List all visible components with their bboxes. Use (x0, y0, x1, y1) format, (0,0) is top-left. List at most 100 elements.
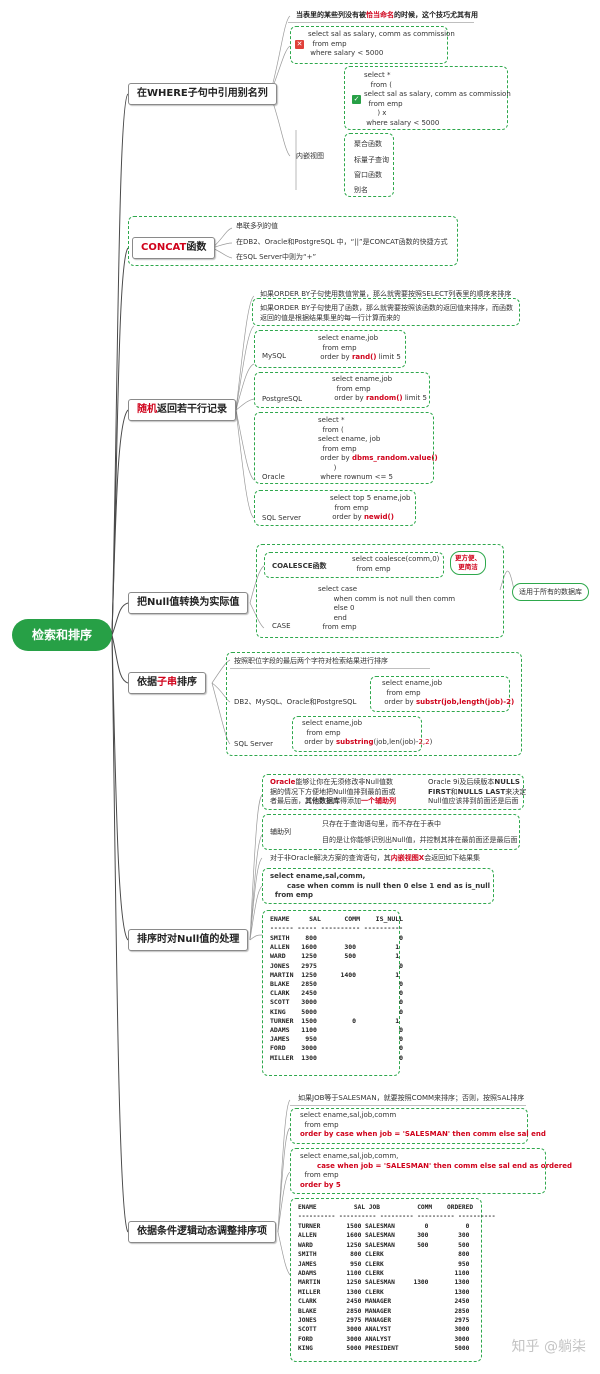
topic-substr-post: 排序 (177, 677, 197, 688)
null-sort-table-rows: SMITH 800 0 ALLEN 1600 300 1 WARD 1250 5… (270, 934, 404, 1062)
all-databases-label: 适用于所有的数据库 (512, 583, 589, 601)
oracle9-f: 来决定 Null值应该排到前面还是后面 (428, 787, 527, 806)
oracle-box (254, 412, 434, 484)
oracle9-b: NULLS (494, 778, 520, 786)
substr-ss-fn: substring (335, 738, 374, 746)
substr-sqlserver-sql: select ename,job from emp order by subst… (302, 719, 432, 748)
null-sort-sql: select ename,sal,comm, case when comm is… (270, 872, 491, 899)
substr-ss-tail-red: 2,2 (418, 738, 430, 746)
topic-concat-red: CONCAT (141, 242, 187, 253)
topic-random-red: 随机 (137, 404, 157, 415)
mysql-sql: select ename,job from emp order by rand(… (318, 334, 401, 363)
db2-sql: select ename,job from emp order by subst… (382, 679, 514, 708)
mysql-label: MySQL (262, 352, 287, 360)
oracle9-note: Oracle 9i及后续版本NULLS FIRST和NULLS LAST来决定 … (428, 778, 526, 807)
ss-fn: newid() (363, 513, 394, 521)
topic-label: 依据条件逻辑动态调整排序项 (137, 1226, 267, 1237)
oracle9-a: Oracle 9i及后续版本 (428, 778, 495, 786)
inline-view-box (344, 133, 394, 197)
sqlserver-sql: select top 5 ename,job from emp order by… (330, 494, 410, 523)
topic-null-sort[interactable]: 排序时对Null值的处理 (128, 929, 249, 951)
null-to-value-box (256, 544, 504, 638)
oracle-note-b: 能够让你在无须修改非Null值数 据的情况下方便地把Null值排到最前面或 者最… (270, 778, 396, 805)
topic-substring-sort[interactable]: 依据子串排序 (128, 672, 206, 694)
conditional-sql1: select ename,sal,job,comm from emp order… (300, 1111, 546, 1140)
random-note-box (252, 298, 520, 326)
pg-sql-text: select ename,job from emp order by (332, 375, 393, 402)
ora-sql-tail: ) where rownum <= 5 (320, 463, 394, 482)
oracle-note-c: 其他数据库 (305, 797, 340, 805)
inline-item-alias: 别名 (354, 186, 368, 194)
substr-ss-tail-b: ) (429, 738, 433, 746)
cond-sql2-red: case when job = 'SALESMAN' then comm els… (300, 1161, 573, 1170)
random-note-1: 如果ORDER BY子句使用数值常量，那么就需要按照SELECT列表里的顺序来排… (260, 290, 512, 298)
divider (290, 1105, 526, 1106)
concat-box (128, 216, 458, 266)
oracle9-e: NULLS LAST (457, 787, 506, 796)
nonora-a: 对于非Oracle解决方案的查询语句，其 (270, 854, 391, 862)
conditional-table-header: ENAME SAL JOB COMM ORDERED ---------- --… (298, 1204, 496, 1221)
oracle-note-e: 一个辅助列 (361, 797, 396, 805)
root-node[interactable]: 检索和排序 (12, 619, 112, 651)
check-icon: ✓ (352, 95, 361, 104)
topic-where-alias[interactable]: 在WHERE子句中引用别名列 (128, 83, 277, 105)
cond-sql2-order: order by 5 (300, 1180, 341, 1189)
substr-sqlserver-box (292, 716, 422, 752)
db2-fn: substr(job,length(job)-2) (415, 698, 515, 706)
case-label: CASE (272, 622, 291, 630)
divider (288, 22, 474, 23)
case-sql: select case when comm is not null then c… (318, 585, 456, 631)
inline-item-scalar: 标量子查询 (354, 156, 389, 164)
conditional-sql2: select ename,sal,job,comm, case when job… (300, 1152, 572, 1190)
postgresql-sql: select ename,job from emp order by rando… (332, 375, 427, 404)
substr-ss-tail-a: (job,len(job)- (373, 738, 419, 746)
alias-note: 当表里的某些列没有被恰当命名的时候，这个技巧尤其有用 (296, 11, 478, 21)
concat-line-3: 在SQL Server中则为“+” (236, 253, 317, 261)
substr-sqlserver-label: SQL Server (234, 740, 274, 748)
oracle9-c: FIRST (428, 787, 451, 796)
topic-concat-post: 函数 (186, 242, 207, 253)
topic-label: 排序时对Null值的处理 (137, 934, 240, 945)
nonora-b: 会返回如下结果集 (424, 854, 481, 862)
conditional-note: 如果JOB等于SALESMAN，就要按照COMM来排序；否则，按照SAL排序 (298, 1094, 525, 1102)
topic-null-to-value[interactable]: 把Null值转换为实际值 (128, 592, 249, 614)
postgresql-label: PostgreSQL (262, 395, 302, 403)
mysql-sql-text: select ename,job from emp order by (318, 334, 379, 361)
alias-note-post: 的时候，这个技巧尤其有用 (394, 11, 478, 19)
conditional-sql1-box (290, 1108, 528, 1144)
nonora-red: 内嵌视图X (390, 854, 425, 862)
coalesce-label: COALESCE函数 (272, 562, 327, 570)
topic-random[interactable]: 随机返回若干行记录 (128, 399, 236, 421)
concat-line-2: 在DB2、Oracle和PostgreSQL 中，“||”是CONCAT函数的快… (236, 238, 448, 246)
inline-item-aggregate: 聚合函数 (354, 140, 382, 148)
topic-label: 在WHERE子句中引用别名列 (137, 88, 268, 99)
aux-note-1: 只存在于查询语句里，而不存在于表中 (322, 820, 441, 828)
null-sort-sql-box (262, 868, 494, 904)
divider (230, 668, 430, 669)
oracle-note-a: Oracle (270, 778, 296, 786)
postgresql-box (254, 372, 430, 408)
substring-box (226, 652, 522, 756)
aux-note-2: 目的是让你能够识别出Null值，并控制其排在最前面还是最后面 (322, 836, 518, 844)
cond-sql1-text: select ename,sal,job,comm from emp (300, 1111, 397, 1129)
conditional-table-box (290, 1198, 482, 1362)
topic-substr-red: 子串 (157, 677, 177, 688)
topic-random-post: 返回若干行记录 (157, 404, 227, 415)
cond-sql2-from: from emp (300, 1171, 339, 1179)
alias-note-red: 恰当命名 (366, 11, 394, 19)
aux-column-box (262, 814, 520, 850)
null-sort-table-box (262, 910, 400, 1076)
oracle9-d: 和 (450, 787, 458, 796)
null-sort-table-header: ENAME SAL COMM IS_NULL ------ ----- ----… (270, 915, 404, 933)
non-oracle-note: 对于非Oracle解决方案的查询语句，其内嵌视图X会返回如下结果集 (270, 854, 480, 864)
db2-sql-text: select ename,job from emp order by (382, 679, 443, 706)
mysql-fn: rand() (351, 353, 377, 361)
ora-fn: dbms_random.value() (351, 454, 438, 462)
coalesce-box (264, 552, 444, 578)
topic-concat[interactable]: CONCAT函数 (132, 237, 216, 259)
good-sql-code: select * from ( select sal as salary, co… (364, 71, 511, 127)
bad-sql-code: select sal as salary, comm as commission… (308, 30, 455, 57)
inline-view-label: 内嵌视图 (296, 152, 324, 160)
topic-conditional-sort[interactable]: 依据条件逻辑动态调整排序项 (128, 1221, 276, 1243)
